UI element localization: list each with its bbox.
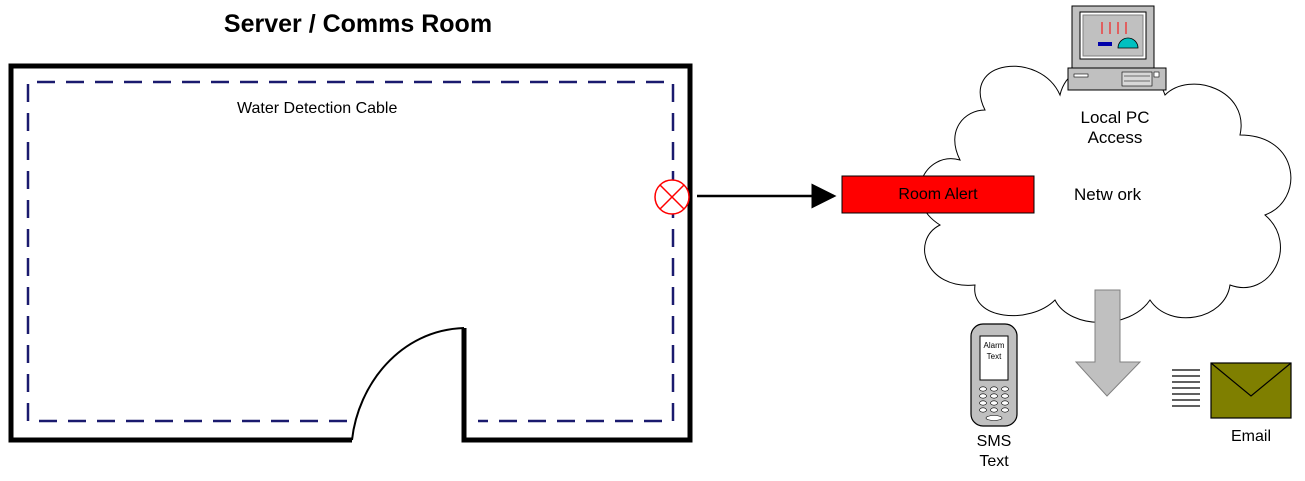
water-detection-cable: [26, 80, 675, 423]
computer-icon: [1067, 5, 1167, 91]
phone-screen-text: Alarm Text: [980, 336, 1008, 362]
pc-label-line-2: Access: [1087, 127, 1143, 147]
sms-label: SMS Text: [964, 432, 1024, 472]
envelope-icon: [1210, 362, 1292, 419]
room-alert-device: [841, 175, 1035, 214]
room-alert-label: Room Alert: [898, 186, 978, 203]
door-arc: [351, 327, 465, 441]
network-label: Netw ork: [1074, 185, 1142, 204]
mobile-phone-icon: [970, 323, 1018, 427]
cable-label: Water Detection Cable: [237, 100, 398, 117]
email-label: Email: [1230, 428, 1271, 445]
sms-label-line-1: SMS: [976, 433, 1012, 450]
water-sensor-icon: [654, 179, 690, 215]
phone-screen-line-2: Text: [986, 352, 1002, 361]
pc-label-line-1: Local PC: [1080, 108, 1150, 127]
diagram-title: Server / Comms Room: [223, 10, 493, 38]
pc-label: Local PC Access: [1055, 108, 1175, 147]
room-wall: [8, 63, 693, 443]
phone-screen-line-1: Alarm: [983, 341, 1005, 350]
sms-label-line-2: Text: [979, 453, 1009, 470]
outbound-alert-arrow: [1074, 289, 1142, 397]
text-lines-icon: [1172, 369, 1200, 407]
